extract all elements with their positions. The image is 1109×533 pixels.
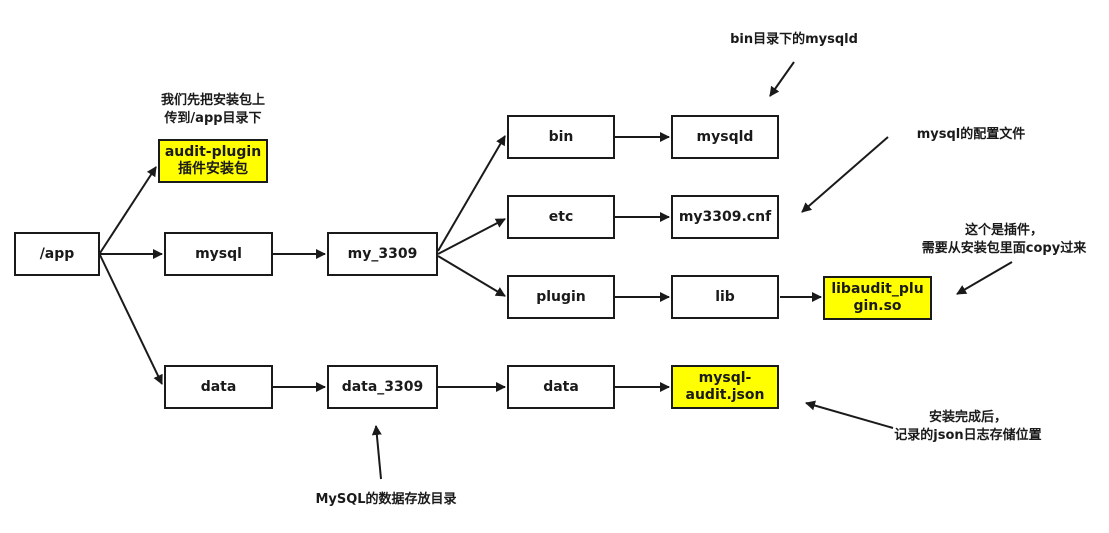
node-mysqld: mysqld — [671, 115, 779, 159]
note-json-log-line-1: 安装完成后， — [928, 410, 1007, 425]
note-plugin-copy: 这个是插件， 需要从安装包里面copy过来 — [904, 222, 1104, 258]
node-mysql-audit-json: mysql- audit.json — [671, 365, 779, 409]
node-libaudit-line-1: libaudit_plu — [831, 281, 924, 297]
node-mysql: mysql — [164, 232, 273, 276]
note-plugin-copy-line-2: 需要从安装包里面copy过来 — [921, 241, 1087, 256]
arrow-my-3309-to-plugin — [437, 255, 506, 297]
node-etc: etc — [507, 195, 615, 239]
note-json-log-line-2: 记录的json日志存储位置 — [894, 428, 1042, 443]
arrow-app-to-data — [99, 254, 163, 385]
arrow-my-3309-to-bin — [437, 135, 506, 252]
node-data: data — [164, 365, 273, 409]
pointer-mysql-data-dir-note — [371, 425, 382, 480]
node-data-sub: data — [507, 365, 615, 409]
note-mysql-config: mysql的配置文件 — [916, 127, 1026, 142]
node-audit-plugin-package: audit-plugin 插件安装包 — [158, 139, 268, 183]
note-json-log: 安装完成后， 记录的json日志存储位置 — [878, 409, 1058, 445]
node-audit-plugin-line-2: 插件安装包 — [178, 161, 248, 177]
node-audit-plugin-line-1: audit-plugin — [164, 144, 262, 160]
note-plugin-copy-line-1: 这个是插件， — [964, 223, 1043, 238]
node-libaudit-plugin-so: libaudit_plu gin.so — [823, 276, 932, 320]
note-mysql-data-dir: MySQL的数据存放目录 — [315, 492, 457, 507]
node-libaudit-line-2: gin.so — [853, 298, 902, 314]
pointer-config-note — [801, 136, 889, 213]
arrow-my-3309-to-etc — [437, 218, 506, 255]
node-data-3309: data_3309 — [327, 365, 438, 409]
node-mysql-audit-json-line-1: mysql- — [698, 370, 752, 386]
note-upload-line-2: 传到/app目录下 — [164, 111, 262, 126]
note-upload-line-1: 我们先把安装包上 — [160, 93, 265, 108]
pointer-json-log-note — [805, 400, 894, 429]
node-app: /app — [14, 232, 100, 276]
note-upload-package: 我们先把安装包上 传到/app目录下 — [148, 92, 278, 128]
node-mysql-audit-json-line-2: audit.json — [685, 387, 765, 403]
pointer-plugin-copy-note — [956, 261, 1013, 295]
node-my-3309: my_3309 — [327, 232, 438, 276]
pointer-bin-mysqld-note — [769, 61, 795, 97]
arrow-app-to-audit-plugin — [99, 166, 157, 254]
node-lib: lib — [671, 275, 779, 319]
note-bin-mysqld: bin目录下的mysqld — [730, 32, 858, 47]
node-bin: bin — [507, 115, 615, 159]
node-my3309-cnf: my3309.cnf — [671, 195, 779, 239]
node-plugin: plugin — [507, 275, 615, 319]
